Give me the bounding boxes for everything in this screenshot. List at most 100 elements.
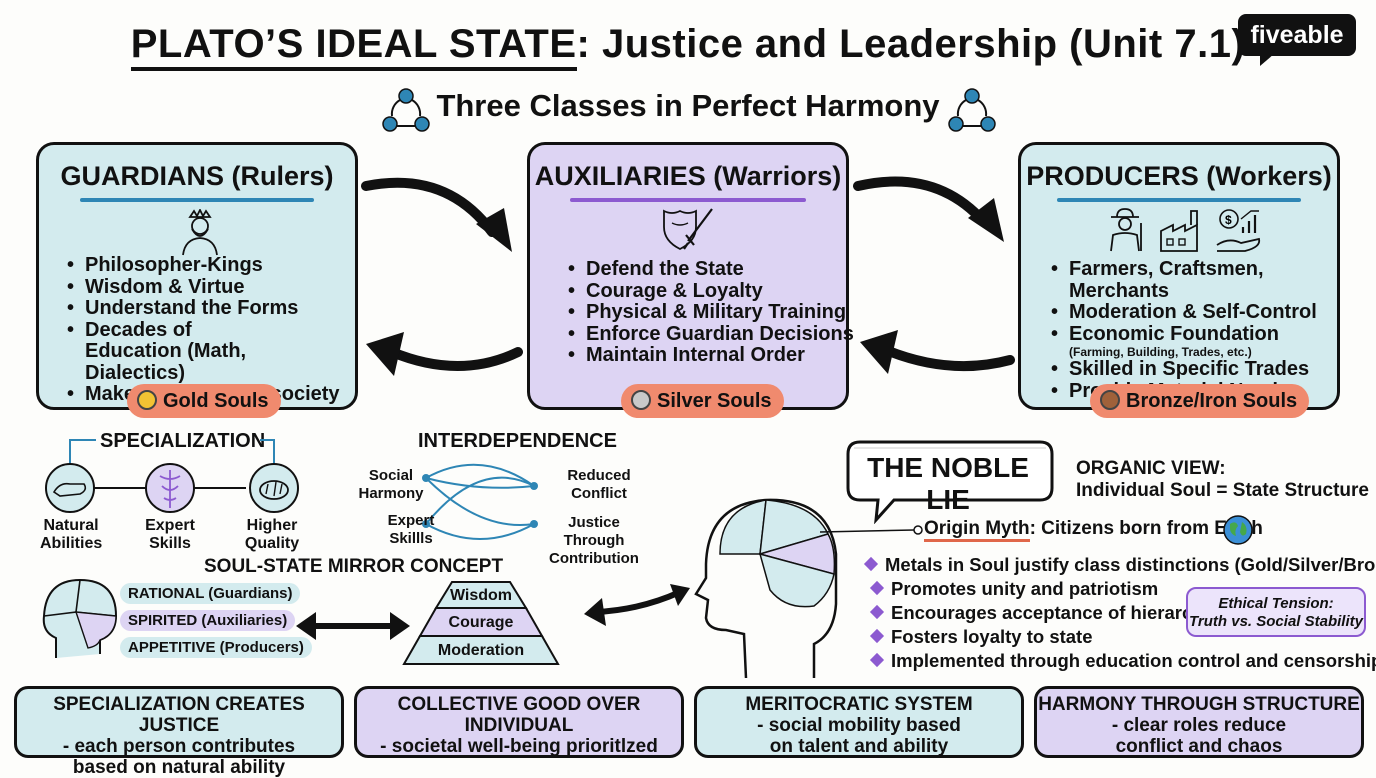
point-text: Encourages acceptance of hierarchy [891, 602, 1214, 623]
label-text: Natural Abilities [40, 517, 103, 552]
metals-point: Metals in Soul justify class distinction… [863, 554, 1376, 576]
arrow-guardians-to-auxiliaries [361, 177, 497, 237]
point-text: Implemented through education control an… [891, 650, 1376, 671]
spec-label-natural: Natural Abilities [40, 517, 102, 553]
spec-label-quality: Higher Quality [240, 517, 304, 553]
origin-myth: Origin Myth: Citizens born from Earth [924, 518, 1263, 542]
noble-lie-point: Promotes unity and patriotism [869, 578, 1158, 600]
hand-icon [45, 463, 95, 513]
node-expert-skills: Expert Skillls [380, 512, 442, 548]
list-item: Maintain Internal Order [564, 344, 854, 367]
bronze-souls-badge: Bronze/Iron Souls [1090, 384, 1310, 418]
organic-view-title: ORGANIC VIEW: [1076, 458, 1226, 479]
origin-connector [819, 525, 923, 535]
arrow-head [476, 208, 512, 252]
principle-title: HARMONY THROUGH STRUCTURE [1038, 694, 1360, 715]
gold-dot-icon [137, 390, 157, 410]
tension-title: Ethical Tension: [1218, 595, 1334, 612]
interdependence-title: INTERDEPENDENCE [418, 430, 617, 453]
ethical-tension-box: Ethical Tension: Truth vs. Social Stabil… [1186, 587, 1366, 637]
noble-lie-title: THE NOBLE LIE [848, 452, 1048, 516]
auxiliaries-title: AUXILIARIES (Warriors) [534, 161, 842, 191]
soul-state-title-text: SOUL-STATE MIRROR CONCEPT [204, 556, 504, 577]
spec-label-expert: Expert Skills [138, 517, 202, 553]
diamond-bullet-icon [869, 628, 885, 644]
point-text: Metals in Soul justify class distinction… [885, 554, 1376, 575]
silver-souls-badge: Silver Souls [621, 384, 784, 418]
money-growth-icon: $ [1216, 209, 1261, 252]
soul-label: Silver Souls [657, 390, 772, 412]
noble-lie-point: Fosters loyalty to state [869, 626, 1093, 648]
soul-part-spirited: SPIRITED (Auxiliaries) [120, 610, 296, 631]
soul-part-appetitive: APPETITIVE (Producers) [120, 637, 312, 658]
node-reduced-conflict: Reduced Conflict [562, 467, 636, 503]
principle-card: COLLECTIVE GOOD OVER INDIVIDUAL - societ… [354, 686, 684, 758]
silver-dot-icon [631, 390, 651, 410]
interdependence-title-text: INTERDEPENDENCE [418, 430, 617, 452]
pyramid-moderation [402, 635, 560, 665]
diamond-bullet-icon [869, 580, 885, 596]
list-item: Physical & Military Training [564, 301, 854, 324]
pill-text: SPIRITED (Auxiliaries) [128, 612, 288, 629]
list-item: Moderation & Self-Control [1047, 301, 1347, 324]
noble-lie-point: Implemented through education control an… [869, 650, 1376, 672]
soul-head-icon [42, 578, 118, 658]
principle-card: SPECIALIZATION CREATES JUSTICE - each pe… [14, 686, 344, 778]
virtue-wisdom: Wisdom [402, 587, 560, 605]
list-item: Wisdom & Virtue [63, 276, 353, 299]
label-text: Expert Skills [145, 517, 195, 552]
virtue-courage: Courage [402, 614, 560, 632]
origin-myth-text: : Citizens born from Earth [1029, 518, 1263, 539]
harmony-cycle-icon-right [948, 88, 996, 132]
list-item: Understand the Forms [63, 297, 353, 320]
list-item: Enforce Guardian Decisions [564, 323, 854, 346]
soul-label: Gold Souls [163, 390, 269, 412]
point-text: Fosters loyalty to state [891, 626, 1093, 647]
producers-underline [1057, 198, 1301, 202]
list-item: Defend the State [564, 258, 854, 281]
soul-label: Bronze/Iron Souls [1126, 390, 1298, 412]
node-social-harmony: Social Harmony [358, 467, 424, 503]
soul-state-title: SOUL-STATE MIRROR CONCEPT [204, 556, 503, 578]
arrow-head [296, 612, 316, 640]
virtue-text: Wisdom [449, 587, 513, 604]
principle-text: - clear roles reduce conflict and chaos [1111, 715, 1287, 757]
arrow-head [670, 584, 690, 606]
pill-text: RATIONAL (Guardians) [128, 585, 293, 602]
auxiliaries-list: Defend the State Courage & Loyalty Physi… [564, 258, 854, 367]
specialization-title-text: SPECIALIZATION [100, 430, 266, 452]
earth-globe-icon [1223, 515, 1253, 545]
arrow-producers-to-auxiliaries [881, 345, 1015, 372]
principle-card: MERITOCRATIC SYSTEM - social mobility ba… [694, 686, 1024, 758]
principle-title: MERITOCRATIC SYSTEM [745, 694, 973, 715]
principle-text: - social mobility based on talent and ab… [757, 715, 961, 757]
specialization-diagram [45, 439, 299, 513]
virtue-pyramid [402, 581, 560, 665]
auxiliaries-underline [570, 198, 806, 202]
list-item: Farmers, Craftsmen, Merchants [1047, 258, 1347, 302]
principle-title: SPECIALIZATION CREATES JUSTICE [53, 694, 305, 736]
node-text: Reduced Conflict [567, 467, 631, 502]
node-text: Social Harmony [358, 467, 424, 502]
bread-icon [249, 463, 299, 513]
list-item: Skilled in Specific Trades [1047, 358, 1347, 381]
state-head-double-arrow [595, 589, 682, 615]
list-item-note: (Farming, Building, Trades, etc.) [1069, 345, 1252, 359]
arrow-head [968, 198, 1004, 242]
list-item: Courage & Loyalty [564, 280, 854, 303]
shield-sword-icon [663, 208, 713, 251]
list-item: Decades of Education (Math, Dialectics) [63, 319, 285, 385]
diamond-bullet-icon [863, 556, 879, 572]
principle-title: COLLECTIVE GOOD OVER INDIVIDUAL [397, 694, 641, 736]
interdependence-network [422, 463, 538, 540]
page-title: PLATO’S IDEAL STATE: Justice and Leaders… [0, 22, 1376, 71]
pill-text: APPETITIVE (Producers) [128, 639, 304, 656]
auxiliaries-card: AUXILIARIES (Warriors) Defend the State … [527, 142, 854, 410]
node-text: Justice Through Contribution [549, 514, 639, 567]
label-text: Higher Quality [244, 517, 300, 552]
title-rest: : Justice and Leadership (Unit 7.1) [576, 22, 1246, 66]
virtue-text: Moderation [437, 642, 525, 659]
farmer-icon [1110, 208, 1142, 252]
svg-text:$: $ [1225, 213, 1232, 227]
